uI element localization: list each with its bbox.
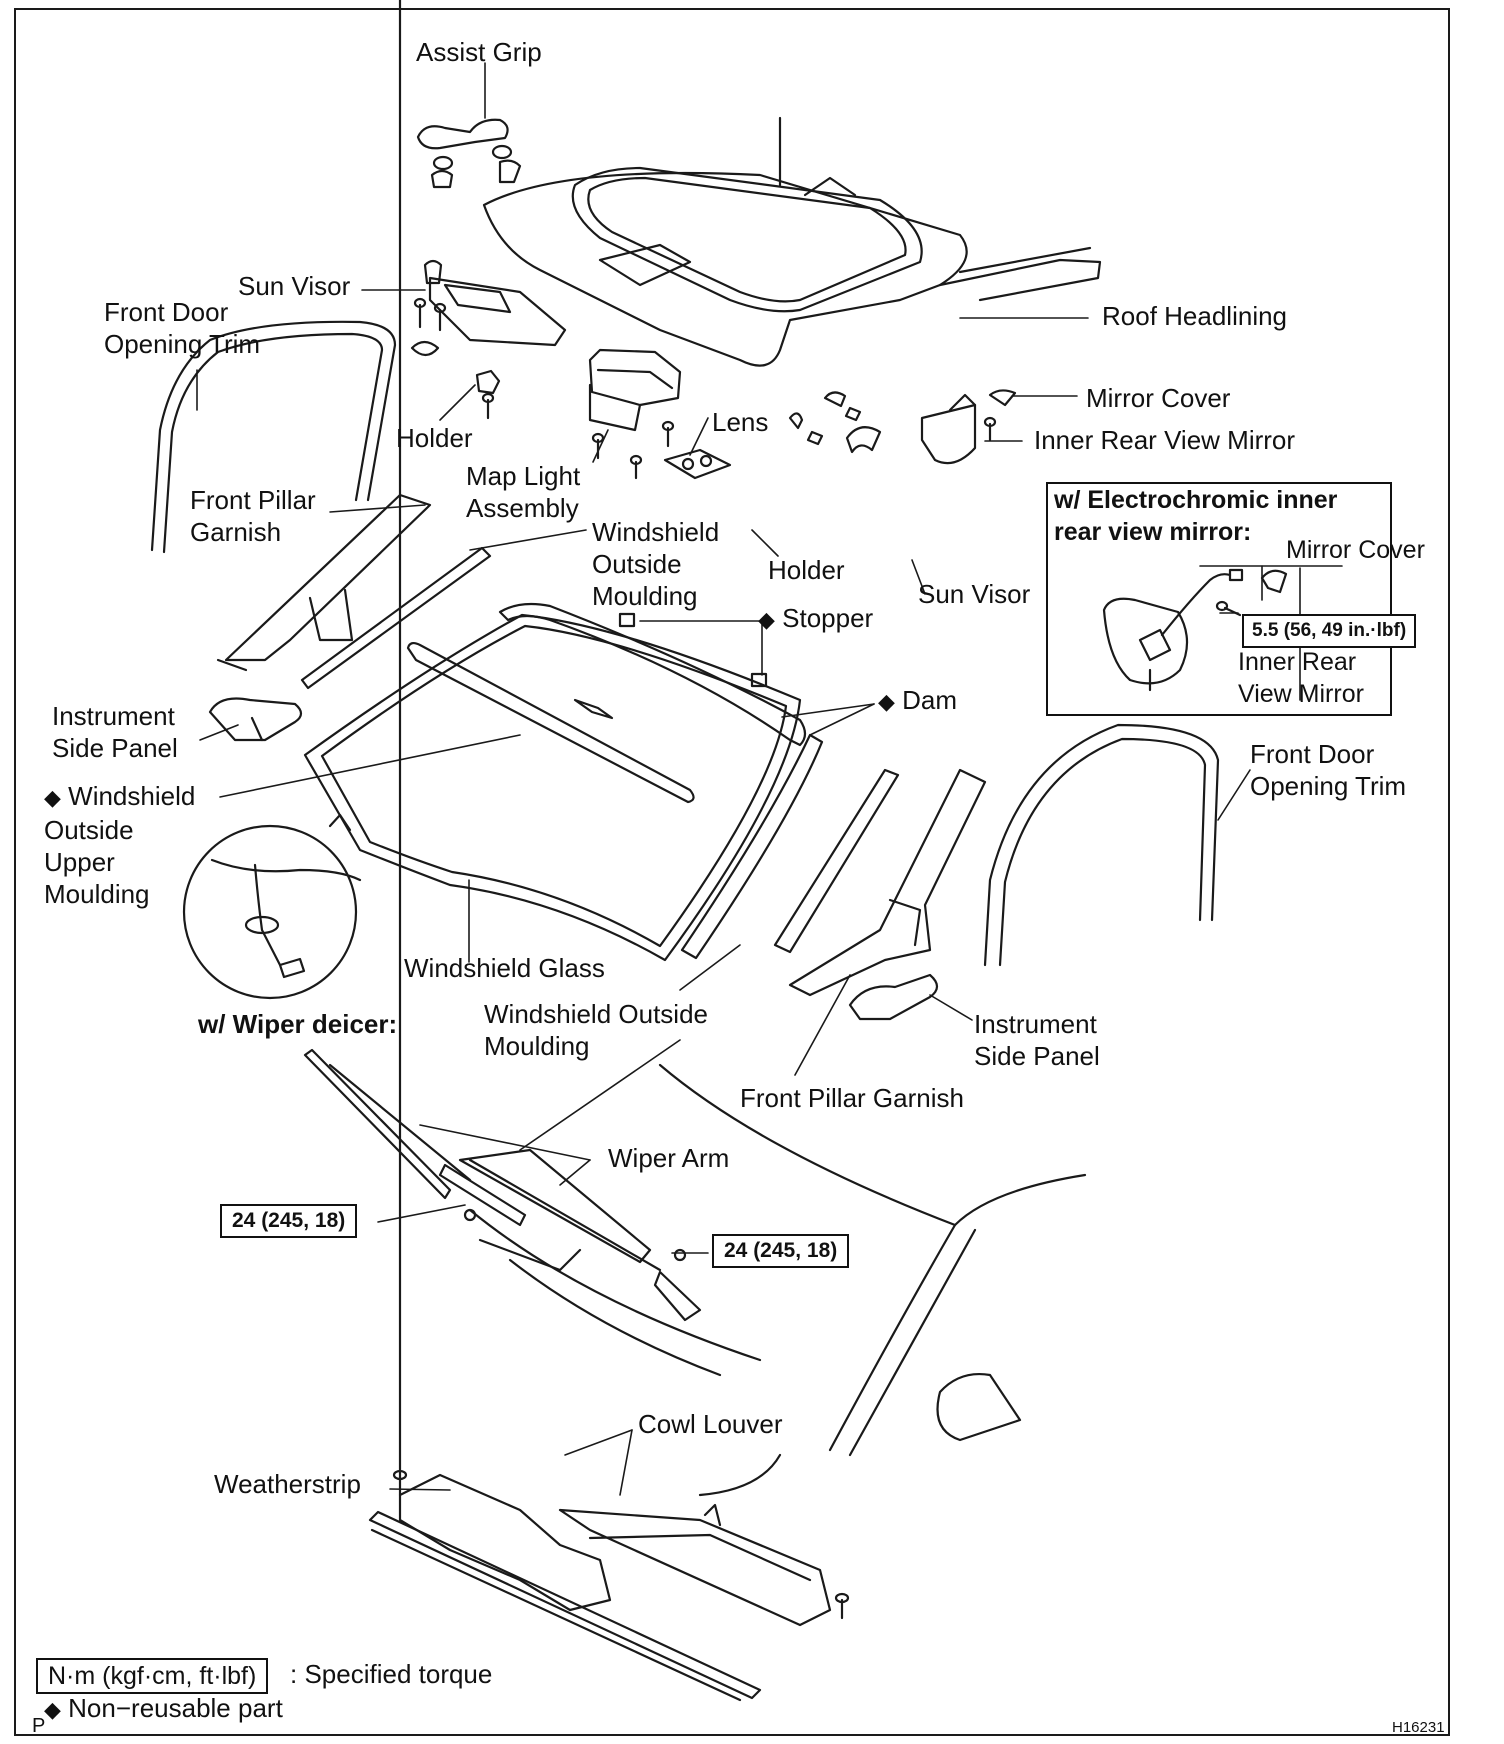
cowl-louver-part	[392, 0, 850, 1627]
windshield-outside-moulding-lower-label: Windshield Outside Moulding	[484, 999, 708, 1061]
sun-visor-left-part	[410, 259, 567, 357]
inner-rear-view-mirror-part	[788, 389, 1017, 465]
windshield-glass-part	[303, 613, 802, 962]
non-reusable-symbol: ◆	[44, 785, 61, 810]
front-pillar-garnish-left-part	[216, 493, 432, 672]
front-pillar-garnish-left-label: Front Pillar Garnish	[190, 485, 316, 547]
corner-mark: P	[32, 1715, 46, 1737]
assist-grip-part	[416, 118, 522, 189]
dam-label-text: Dam	[902, 685, 958, 715]
legend-torque-desc: : Specified torque	[290, 1659, 493, 1689]
non-reusable-symbol: ◆	[878, 689, 895, 714]
torque-wiper-right: 24 (245, 18)	[712, 1234, 850, 1268]
stopper-part	[618, 612, 768, 688]
inset-inner-rear-view-mirror-label: Inner Rear View Mirror	[1238, 648, 1364, 708]
inner-rear-view-mirror-label: Inner Rear View Mirror	[1034, 425, 1296, 455]
torque-wiper-left: 24 (245, 18)	[220, 1204, 358, 1238]
wiper-arm-part	[303, 1048, 702, 1322]
lens-label: Lens	[712, 407, 769, 437]
non-reusable-symbol: ◆	[44, 1697, 61, 1722]
windshield-outside-moulding-upper-label: Windshield Outside Moulding	[592, 517, 720, 611]
dam-label: ◆ Dam	[878, 684, 957, 718]
stopper-label: ◆ Stopper	[758, 602, 873, 636]
inset-mirror-cover-label: Mirror Cover	[1286, 536, 1425, 564]
legend-non-reusable: ◆ Non−reusable part	[44, 1692, 283, 1726]
map-light-assembly-part	[588, 348, 682, 480]
instrument-side-panel-right-part	[848, 973, 939, 1021]
map-light-assembly-label: Map Light Assembly	[466, 461, 581, 523]
legend-non-reusable-text: Non−reusable part	[68, 1693, 283, 1723]
front-pillar-garnish-right-part	[788, 768, 987, 997]
vehicle-body-outline	[468, 1063, 1087, 1497]
windshield-outside-moulding-right-part	[773, 768, 900, 954]
electrochromic-mirror-inset: w/ Electrochromic inner rear view mirror…	[1046, 482, 1425, 716]
holder-right-label: Holder	[768, 555, 845, 585]
sun-visor-left-label: Sun Visor	[238, 271, 351, 301]
front-door-opening-trim-left-label: Front Door Opening Trim	[104, 297, 261, 359]
mirror-cover-label: Mirror Cover	[1086, 383, 1231, 413]
weatherstrip-label: Weatherstrip	[214, 1469, 361, 1499]
leader-lines	[196, 62, 1343, 1496]
windshield-glass-label: Windshield Glass	[404, 953, 605, 983]
sun-visor-right-label: Sun Visor	[918, 579, 1031, 609]
front-door-opening-trim-left-part	[150, 320, 397, 554]
figure-id: H16231	[1392, 1719, 1445, 1736]
holder-left-label: Holder	[396, 423, 473, 453]
inset-torque: 5.5 (56, 49 in.·lbf)	[1242, 614, 1417, 648]
wiper-deicer-label: w/ Wiper deicer:	[198, 1009, 398, 1039]
inset-title: w/ Electrochromic inner rear view mirror…	[1054, 486, 1338, 546]
wiper-arm-label: Wiper Arm	[608, 1143, 730, 1173]
front-door-opening-trim-right-part	[983, 723, 1220, 967]
legend-torque-unit: N·m (kgf·cm, ft·lbf)	[36, 1658, 269, 1694]
windshield-outside-upper-moulding-part	[406, 641, 695, 804]
lens-part	[663, 448, 732, 480]
detail-circle	[182, 813, 362, 1000]
front-door-opening-trim-right-label: Front Door Opening Trim	[1250, 739, 1407, 801]
stopper-label-text: Stopper	[782, 603, 874, 633]
dam-part	[498, 602, 824, 960]
non-reusable-symbol: ◆	[758, 607, 775, 632]
windshield-outside-moulding-left-part	[300, 546, 492, 690]
assist-grip-label: Assist Grip	[416, 37, 542, 67]
instrument-side-panel-left-label: Instrument Side Panel	[52, 701, 178, 763]
windshield-outside-upper-moulding-text: Windshield Outside Upper Moulding	[44, 781, 196, 909]
windshield-outside-upper-moulding-label: ◆ Windshield Outside Upper Moulding	[44, 780, 195, 910]
roof-headlining-label: Roof Headlining	[1102, 301, 1288, 331]
cowl-louver-label: Cowl Louver	[638, 1409, 783, 1439]
instrument-side-panel-left-part	[208, 697, 303, 742]
roof-headlining-part	[482, 116, 1102, 367]
holder-left-part	[475, 369, 501, 420]
instrument-side-panel-right-label: Instrument Side Panel	[974, 1009, 1100, 1071]
weatherstrip-part	[368, 1510, 762, 1702]
front-pillar-garnish-right-label: Front Pillar Garnish	[740, 1083, 964, 1113]
diagram-frame	[14, 8, 1450, 1736]
inset-mirror-drawing	[1102, 568, 1288, 692]
